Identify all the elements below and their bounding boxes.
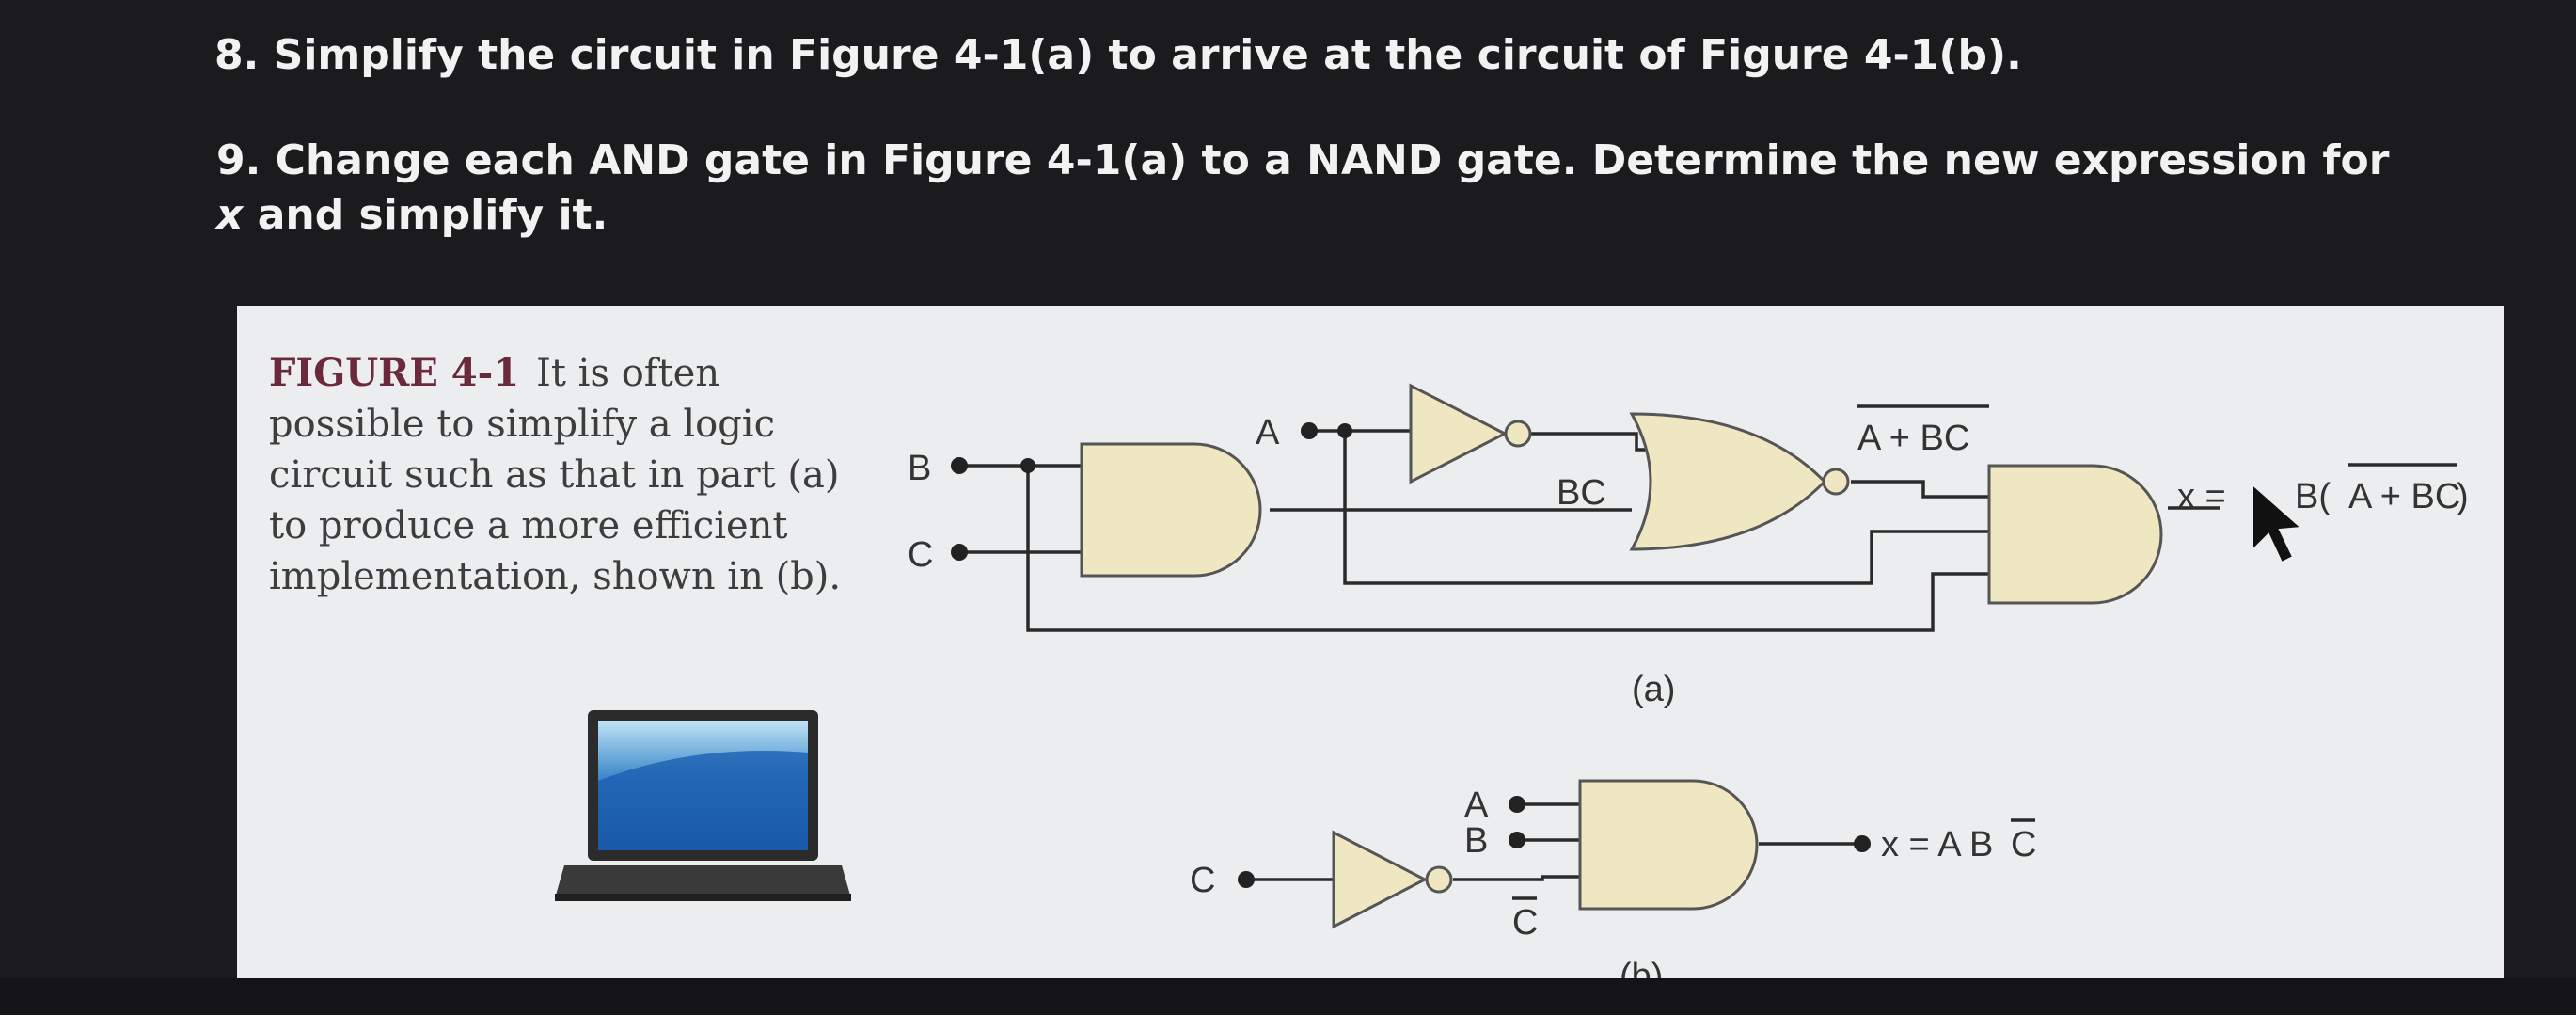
circuit-b-inverted-label: C — [1512, 903, 1538, 943]
bc-label: BC — [1557, 473, 1606, 513]
and-gate-b — [1578, 779, 1759, 911]
circuit-a-output-trail: ) — [2457, 477, 2469, 516]
input-b-b-dot — [1509, 832, 1525, 848]
circuit-b-input-b-label: B — [1464, 821, 1488, 861]
question-8: 8. Simplify the circuit in Figure 4-1(a)… — [214, 31, 2022, 79]
inverter-bubble-a — [1504, 420, 1532, 448]
or-gate — [1629, 412, 1827, 551]
question-9-text: 9. Change each AND gate in Figure 4-1(a)… — [216, 136, 2390, 184]
figure-number: FIGURE 4-1 — [269, 351, 520, 395]
and-gate-1 — [1080, 442, 1262, 578]
inverter-bubble-b — [1425, 865, 1453, 894]
inverter-gate-a — [1409, 383, 1509, 484]
circuit-a-output-prefix: x = — [2177, 477, 2226, 516]
circuit-b-input-a-label: A — [1464, 785, 1489, 825]
laptop-icon — [555, 710, 851, 901]
circuit-a-input-a-label: A — [1256, 413, 1280, 452]
circuit-b-output-bar: C — [2011, 825, 2036, 864]
circuit-b-output-prefix: x = A B — [1881, 825, 1993, 864]
input-b-dot — [951, 457, 968, 474]
input-c-dot — [951, 544, 968, 561]
circuit-a-input-c-label: C — [908, 535, 933, 575]
question-9: 9. Change each AND gate in Figure 4-1(a)… — [216, 134, 2398, 243]
or-output-bubble — [1822, 468, 1850, 496]
circuit-b-input-c-label: C — [1190, 861, 1215, 900]
figure-caption-text: It is often possible to simplify a logic… — [269, 352, 842, 598]
junction-a-dot — [1337, 423, 1352, 438]
output-b-dot — [1854, 835, 1871, 852]
question-9-tail: and simplify it. — [243, 191, 608, 239]
input-a-dot — [1301, 422, 1318, 439]
mouse-cursor-icon — [2252, 482, 2304, 564]
circuit-a-output-lead: B( — [2295, 477, 2331, 516]
or-output-label: A + BC — [1857, 419, 1969, 458]
circuit-b-wires — [1246, 802, 1862, 881]
and-gate-3 — [1987, 464, 2163, 605]
junction-b-dot — [1020, 458, 1035, 473]
circuit-a-input-b-label: B — [908, 449, 931, 488]
circuit-a-output-expr: A + BC — [2348, 477, 2460, 516]
inverter-gate-b — [1332, 830, 1429, 929]
panel-bottom-edge — [0, 978, 2576, 1015]
input-c-b-dot — [1238, 871, 1255, 888]
input-a-b-dot — [1509, 796, 1525, 813]
question-9-variable: x — [216, 191, 244, 239]
circuit-a-sublabel: (a) — [1632, 670, 1675, 709]
